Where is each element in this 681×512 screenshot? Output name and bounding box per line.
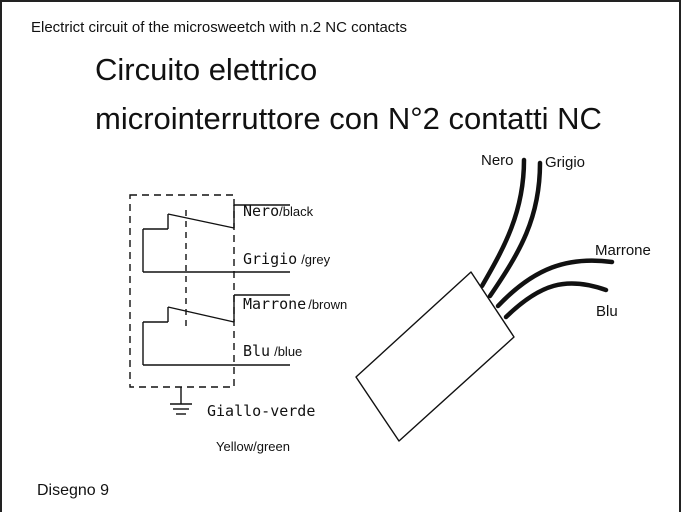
switch-body-drawing [355, 157, 615, 442]
schematic-label-nero: Nero/black [243, 202, 314, 220]
ground-label: Giallo-verde [207, 402, 315, 420]
ground-translation: Yellow/green [216, 439, 290, 454]
cable-label-nero: Nero [481, 152, 514, 169]
schematic-label-marrone: Marrone/brown [243, 295, 347, 313]
cable-wire-grigio [487, 160, 543, 299]
enclosure-dashed-box [129, 194, 235, 388]
cable-label-marrone: Marrone [595, 242, 651, 259]
contact-blade-2 [167, 306, 235, 323]
cable-label-blu: Blu [596, 303, 618, 320]
english-caption: Electrict circuit of the microsweetch wi… [31, 19, 407, 36]
cable-wire-nero [479, 157, 527, 289]
cable-wire-marrone [495, 258, 615, 309]
schematic-label-grigio: Grigio/grey [243, 250, 331, 268]
cable-label-grigio: Grigio [545, 154, 585, 171]
schematic-label-blu: Blu/blue [243, 342, 302, 360]
drawing-number: Disegno 9 [37, 482, 110, 499]
contact-blade-1 [167, 213, 235, 229]
ground-icon [170, 403, 192, 415]
switch-body-box [355, 271, 515, 442]
cable-wire-blu [503, 281, 609, 320]
title-line-1: Circuito elettrico [95, 52, 318, 87]
switch-schematic [129, 194, 290, 415]
title-line-2: microinterruttore con N°2 contatti NC [95, 101, 602, 136]
